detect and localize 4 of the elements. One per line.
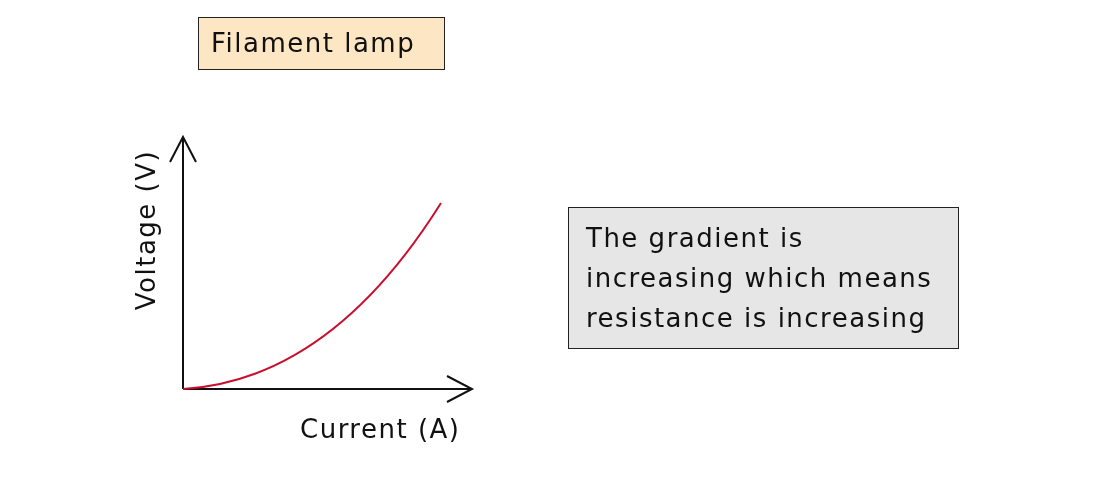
title-box: Filament lamp [198,17,445,70]
note-box: The gradient is increasing which means resistance is increasing [568,207,959,349]
y-axis-label: Voltage (V) [131,149,161,311]
x-axis-label: Current (A) [300,414,461,444]
